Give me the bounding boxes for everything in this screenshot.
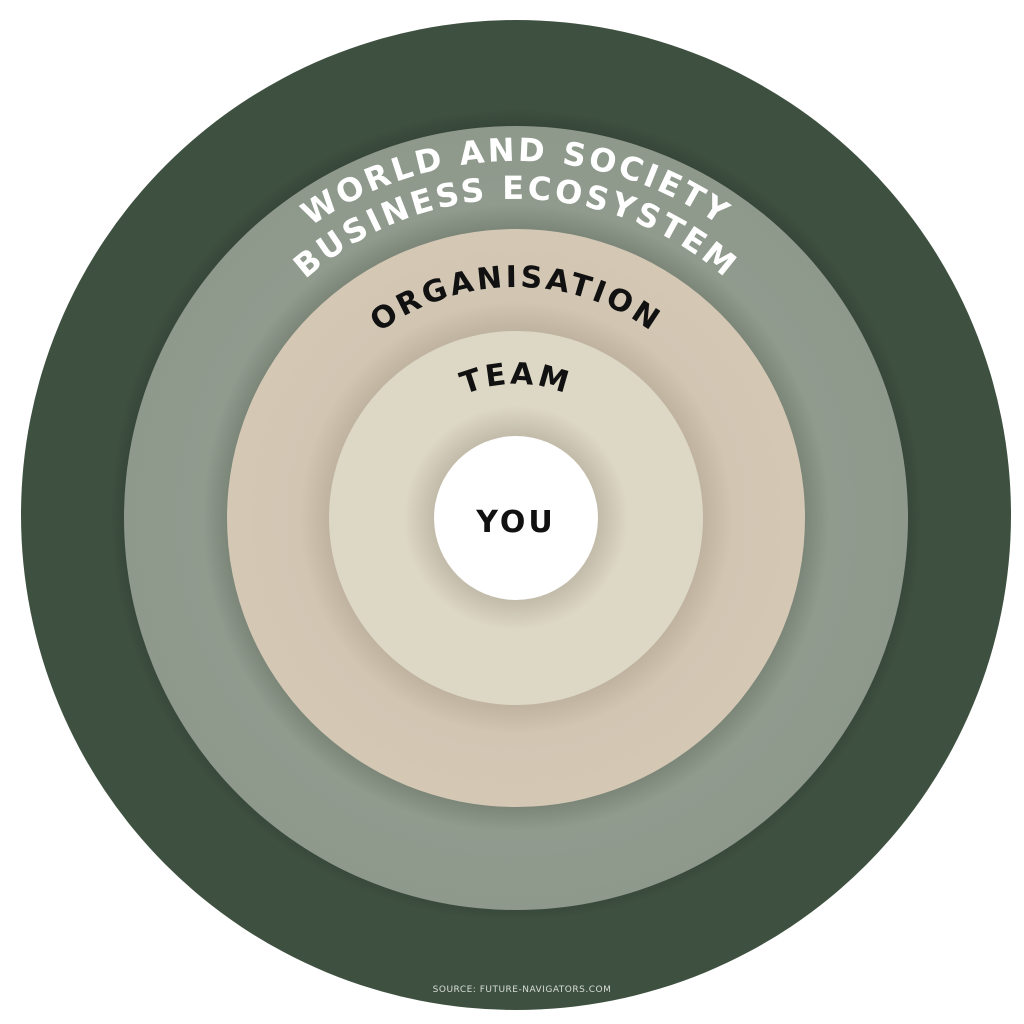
label-you: YOU: [475, 505, 556, 540]
source-credit: SOURCE: FUTURE-NAVIGATORS.COM: [433, 985, 612, 995]
ring-you: [434, 436, 598, 600]
